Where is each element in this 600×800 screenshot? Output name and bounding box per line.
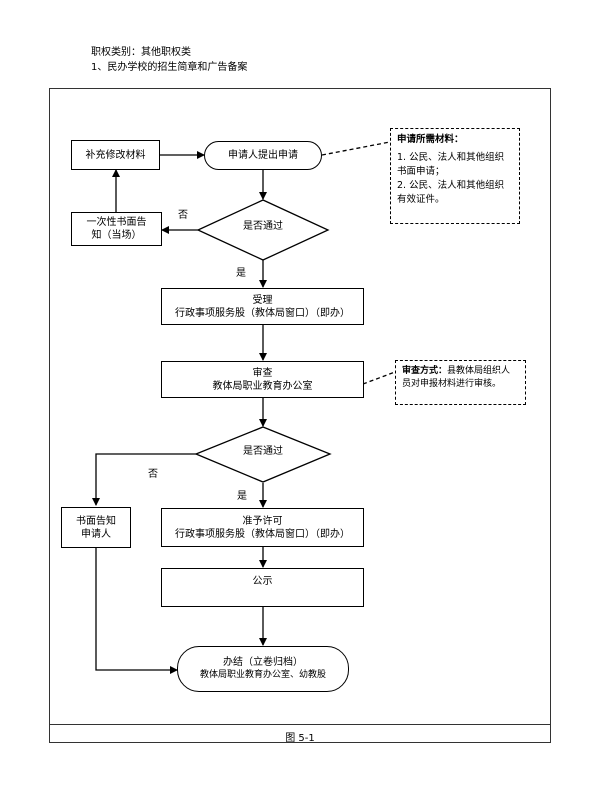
- decision2-label: 是否通过: [243, 446, 283, 457]
- apply-label: 申请人提出申请: [228, 150, 298, 161]
- review-method-note: 审查方式：县教体局组织人员对申报材料进行审核。: [395, 360, 526, 405]
- supplement-materials-box: 补充修改材料: [71, 140, 160, 170]
- inform-once-line2: 知（当场）: [91, 230, 142, 241]
- materials-note-item1: 1. 公民、法人和其他组织书面申请；: [397, 152, 505, 177]
- review-box: 审查 教体局职业教育办公室: [161, 361, 364, 398]
- materials-note-item2: 2. 公民、法人和其他组织有效证件。: [397, 180, 505, 205]
- written-notice-box: 书面告知 申请人: [61, 507, 131, 548]
- materials-note: 申请所需材料： 1. 公民、法人和其他组织书面申请； 2. 公民、法人和其他组织…: [390, 128, 520, 224]
- figure-caption: 图 5-1: [285, 733, 315, 744]
- decision2-diamond: [194, 426, 332, 483]
- review-method-title: 审查方式：: [402, 366, 448, 376]
- arrow-notice-to-finish: [95, 548, 178, 674]
- no-label-2: 否: [148, 469, 158, 480]
- caption-divider: [49, 724, 551, 725]
- approve-title: 准予许可: [242, 515, 283, 527]
- decision1-diamond: [196, 199, 330, 261]
- finish-dept: 教体局职业教育办公室、幼教股: [199, 670, 326, 680]
- dashed-link-materials: [321, 141, 391, 156]
- yes-label-1: 是: [236, 268, 246, 279]
- yes-label-2: 是: [237, 491, 247, 502]
- arrow-decision2-no: [92, 453, 196, 506]
- accept-dept: 行政事项服务股（教体局窗口）（即办）: [175, 307, 350, 319]
- inform-once-line1: 一次性书面告: [86, 217, 147, 228]
- written-notice-line2: 申请人: [81, 528, 111, 540]
- finish-title: 办结（立卷归档）: [223, 657, 303, 668]
- review-title: 审查: [252, 367, 273, 379]
- finish-node: 办结（立卷归档） 教体局职业教育办公室、幼教股: [177, 646, 349, 692]
- dashed-link-review: [362, 371, 396, 385]
- materials-note-title: 申请所需材料：: [397, 134, 464, 145]
- flowchart-frame: [49, 88, 551, 743]
- item-title: 1、民办学校的招生简章和广告备案: [91, 62, 248, 73]
- inform-once-box: 一次性书面告 知（当场）: [71, 212, 162, 246]
- approve-dept: 行政事项服务股（教体局窗口）（即办）: [175, 528, 350, 540]
- no-label-1: 否: [178, 210, 188, 221]
- approve-box: 准予许可 行政事项服务股（教体局窗口）（即办）: [161, 508, 364, 547]
- decision1-label: 是否通过: [243, 221, 283, 232]
- publicize-box: 公示: [161, 568, 364, 607]
- supplement-label: 补充修改材料: [85, 149, 146, 161]
- review-dept: 教体局职业教育办公室: [212, 380, 313, 392]
- written-notice-line1: 书面告知: [76, 515, 116, 527]
- apply-node: 申请人提出申请: [204, 141, 322, 170]
- review-method-text: 县教体局组织人员对申报材料进行审核。: [402, 366, 511, 389]
- accept-title: 受理: [252, 294, 273, 306]
- permission-category: 职权类别：其他职权类: [91, 47, 191, 58]
- accept-box: 受理 行政事项服务股（教体局窗口）（即办）: [161, 288, 364, 325]
- publicize-label: 公示: [252, 576, 273, 587]
